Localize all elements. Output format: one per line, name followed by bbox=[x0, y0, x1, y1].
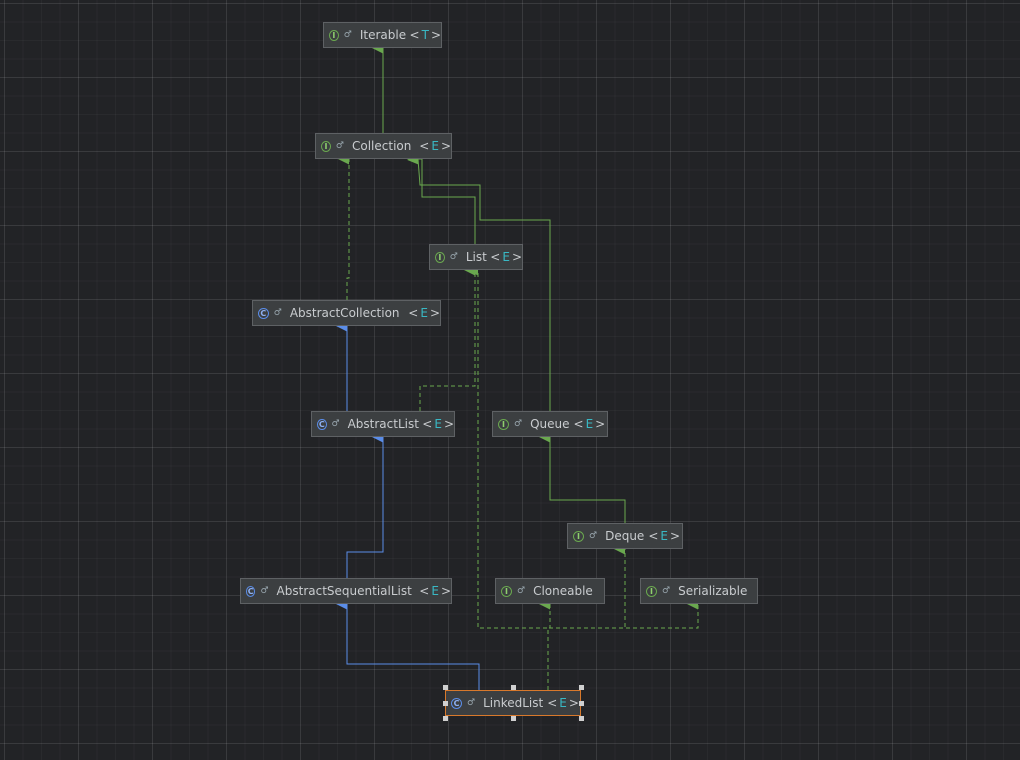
generic-open-bracket: < bbox=[419, 139, 430, 153]
selection-handle[interactable] bbox=[511, 716, 516, 721]
node-label: List bbox=[465, 250, 487, 264]
node-abstractcollection[interactable]: C ♂ AbstractCollection <E> bbox=[252, 300, 441, 326]
interface-icon: I bbox=[573, 530, 584, 542]
edge-abstractsequentiallist-to-abstractlist[interactable] bbox=[346, 431, 384, 578]
generic-close-bracket: > bbox=[595, 417, 606, 431]
node-linkedlist[interactable]: C ♂ LinkedList<E> bbox=[445, 690, 581, 716]
public-visibility-icon: ♂ bbox=[335, 141, 344, 151]
edge-linkedlist-to-cloneable[interactable] bbox=[539, 598, 551, 690]
edge-linkedlist-to-list[interactable] bbox=[467, 264, 549, 690]
class-icon: C bbox=[258, 307, 269, 319]
selection-handle[interactable] bbox=[511, 685, 516, 690]
edge-abstractcollection-to-collection[interactable] bbox=[338, 153, 350, 300]
generic-open-bracket: < bbox=[419, 584, 430, 598]
public-visibility-icon: ♂ bbox=[449, 252, 458, 262]
type-parameter: E bbox=[431, 584, 439, 598]
node-label: Cloneable bbox=[533, 584, 593, 598]
generic-close-bracket: > bbox=[429, 306, 440, 320]
generic-close-bracket: > bbox=[443, 417, 454, 431]
generic-open-bracket: < bbox=[547, 696, 558, 710]
node-serializable[interactable]: I ♂ Serializable bbox=[640, 578, 758, 604]
node-label: Serializable bbox=[678, 584, 748, 598]
node-label: Iterable bbox=[359, 28, 407, 42]
node-list[interactable]: I ♂ List<E> bbox=[429, 244, 523, 270]
interface-icon: I bbox=[646, 585, 657, 597]
generic-close-bracket: > bbox=[440, 139, 451, 153]
selection-handle[interactable] bbox=[579, 685, 584, 690]
public-visibility-icon: ♂ bbox=[662, 586, 671, 596]
node-label: Deque bbox=[605, 529, 645, 543]
selection-handle[interactable] bbox=[443, 685, 448, 690]
public-visibility-icon: ♂ bbox=[589, 531, 598, 541]
edge-linkedlist-to-abstractsequentiallist[interactable] bbox=[336, 598, 480, 690]
type-parameter: E bbox=[420, 306, 428, 320]
node-deque[interactable]: I ♂ Deque<E> bbox=[567, 523, 683, 549]
generic-close-bracket: > bbox=[568, 696, 579, 710]
edge-queue-to-collection[interactable] bbox=[407, 153, 551, 411]
generic-close-bracket: > bbox=[440, 584, 451, 598]
generic-close-bracket: > bbox=[430, 28, 441, 42]
node-label: AbstractCollection bbox=[289, 306, 400, 320]
type-parameter: E bbox=[660, 529, 668, 543]
node-label: Collection bbox=[352, 139, 412, 153]
type-parameter: E bbox=[502, 250, 510, 264]
node-label: AbstractList bbox=[347, 417, 419, 431]
public-visibility-icon: ♂ bbox=[467, 698, 476, 708]
public-visibility-icon: ♂ bbox=[331, 419, 340, 429]
type-parameter: E bbox=[434, 417, 442, 431]
node-label: LinkedList bbox=[483, 696, 544, 710]
edge-linkedlist-to-serializable[interactable] bbox=[547, 598, 699, 690]
generic-open-bracket: < bbox=[648, 529, 659, 543]
node-collection[interactable]: I ♂ Collection <E> bbox=[315, 133, 452, 159]
type-parameter: T bbox=[421, 28, 429, 42]
edge-deque-to-queue[interactable] bbox=[539, 431, 626, 523]
class-icon: C bbox=[451, 697, 462, 709]
node-label: AbstractSequentialList bbox=[276, 584, 412, 598]
selection-handle[interactable] bbox=[579, 701, 584, 706]
generic-open-bracket: < bbox=[490, 250, 501, 264]
generic-open-bracket: < bbox=[422, 417, 433, 431]
public-visibility-icon: ♂ bbox=[273, 308, 282, 318]
selection-handle[interactable] bbox=[443, 716, 448, 721]
interface-icon: I bbox=[501, 585, 512, 597]
type-parameter: E bbox=[431, 139, 439, 153]
edge-list-to-collection[interactable] bbox=[412, 158, 476, 244]
node-abstractsequentiallist[interactable]: C ♂ AbstractSequentialList <E> bbox=[240, 578, 452, 604]
generic-close-bracket: > bbox=[669, 529, 681, 543]
type-parameter: E bbox=[585, 417, 594, 431]
edge-abstractlist-to-list[interactable] bbox=[419, 264, 476, 411]
public-visibility-icon: ♂ bbox=[517, 586, 526, 596]
interface-icon: I bbox=[329, 29, 339, 41]
public-visibility-icon: ♂ bbox=[514, 419, 523, 429]
generic-close-bracket: > bbox=[511, 250, 522, 264]
interface-icon: I bbox=[498, 418, 509, 430]
public-visibility-icon: ♂ bbox=[343, 30, 352, 40]
public-visibility-icon: ♂ bbox=[260, 586, 269, 596]
node-label: Queue bbox=[530, 417, 570, 431]
generic-open-bracket: < bbox=[408, 306, 419, 320]
interface-icon: I bbox=[435, 251, 445, 263]
class-icon: C bbox=[317, 418, 327, 430]
node-iterable[interactable]: I ♂ Iterable<T> bbox=[323, 22, 442, 48]
node-abstractlist[interactable]: C ♂ AbstractList<E> bbox=[311, 411, 455, 437]
node-queue[interactable]: I ♂ Queue<E> bbox=[492, 411, 608, 437]
type-parameter: E bbox=[559, 696, 567, 710]
generic-open-bracket: < bbox=[573, 417, 584, 431]
edge-linkedlist-to-deque[interactable] bbox=[547, 543, 626, 690]
generic-open-bracket: < bbox=[409, 28, 420, 42]
selection-handle[interactable] bbox=[443, 701, 448, 706]
selection-handle[interactable] bbox=[579, 716, 584, 721]
node-cloneable[interactable]: I ♂ Cloneable bbox=[495, 578, 605, 604]
interface-icon: I bbox=[321, 140, 331, 152]
class-icon: C bbox=[246, 585, 256, 597]
